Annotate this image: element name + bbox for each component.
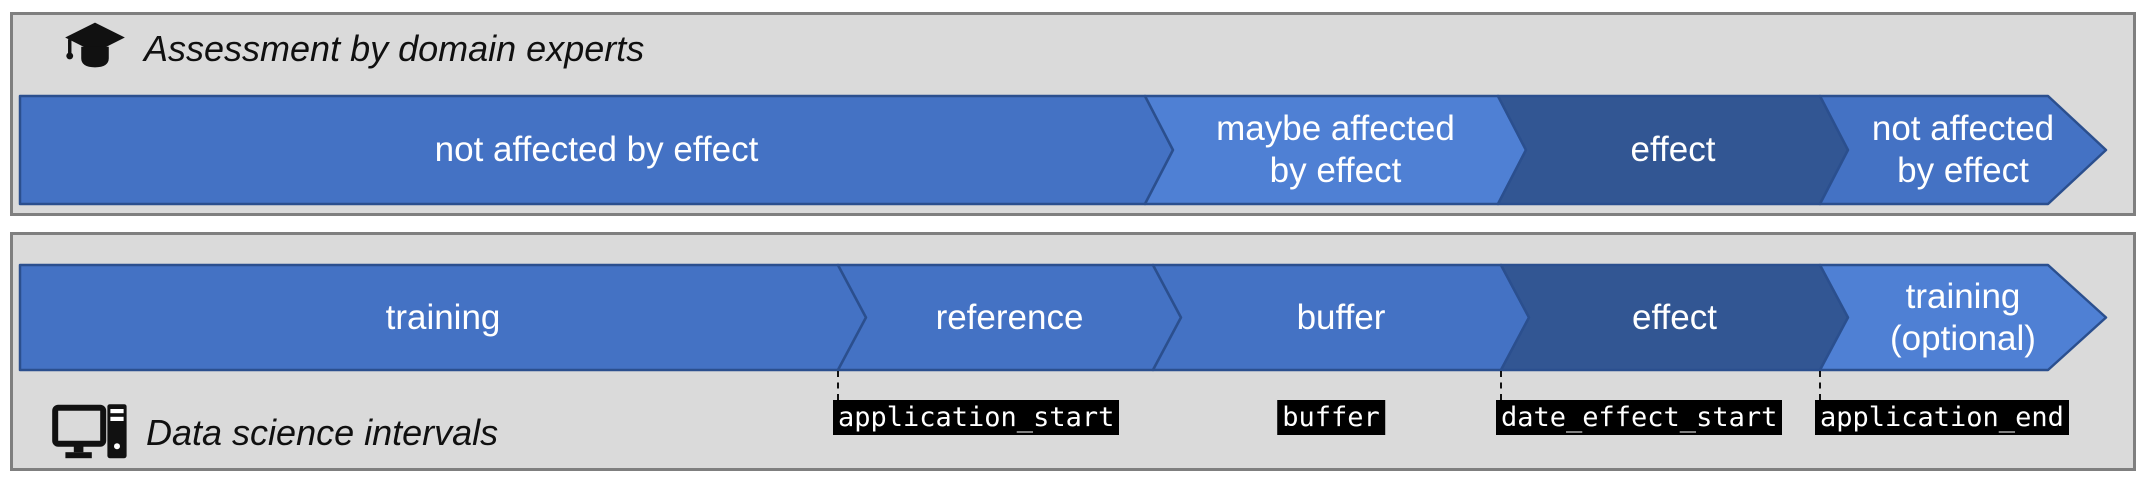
marker-label: buffer — [1277, 400, 1385, 435]
domain-experts-header: Assessment by domain experts — [64, 18, 644, 80]
segment-shape-experts-2 — [1496, 94, 1850, 206]
graduation-cap-icon — [65, 22, 125, 68]
datasci-timeline-bar — [18, 263, 2108, 372]
marker-label: application_start — [833, 400, 1120, 435]
marker-dashed-line — [837, 371, 839, 400]
experts-timeline-bar — [18, 94, 2108, 206]
panel-title-domain-experts: Assessment by domain experts — [144, 28, 645, 69]
segment-shape-datasci-1 — [836, 263, 1183, 372]
panel-title-data-science: Data science intervals — [146, 412, 499, 453]
segment-shape-datasci-3 — [1499, 263, 1850, 372]
segment-shape-experts-3 — [1818, 94, 2108, 206]
marker-dashed-line — [1500, 371, 1502, 400]
marker-dashed-line — [1819, 371, 1821, 400]
computer-icon — [52, 404, 127, 459]
marker-label: date_effect_start — [1496, 400, 1783, 435]
data-science-header: Data science intervals — [52, 402, 498, 464]
segment-shape-datasci-0 — [18, 263, 868, 372]
segment-shape-experts-0 — [18, 94, 1175, 206]
segment-shape-experts-1 — [1143, 94, 1528, 206]
segment-shape-datasci-4 — [1818, 263, 2108, 372]
segment-shape-datasci-2 — [1151, 263, 1531, 372]
marker-label: application_end — [1815, 400, 2069, 435]
